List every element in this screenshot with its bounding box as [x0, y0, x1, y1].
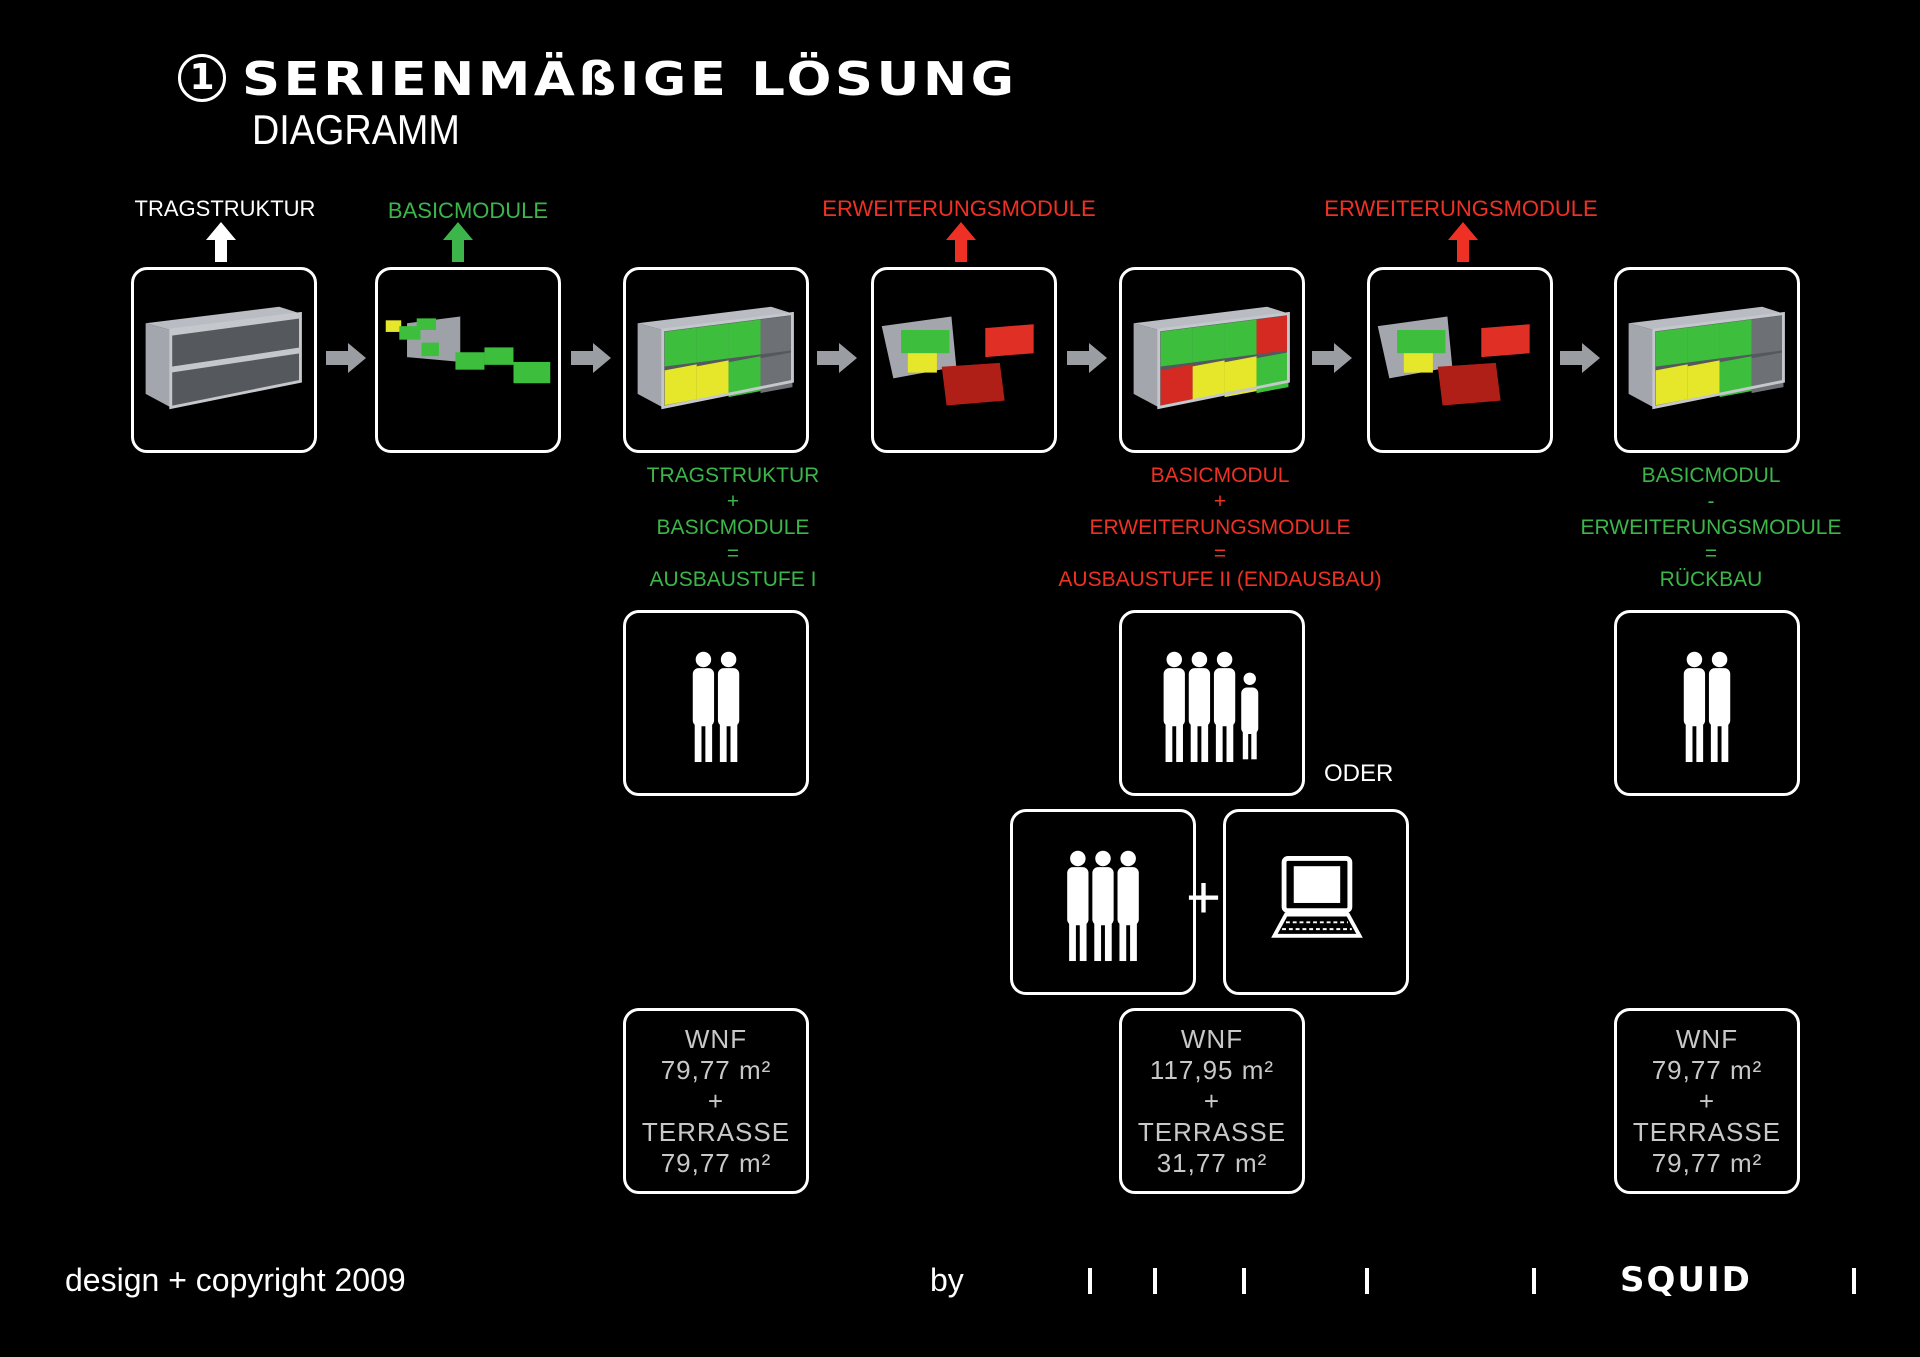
area-label: TERRASSE: [1632, 1116, 1782, 1147]
right-arrow-icon: [1312, 343, 1352, 373]
equation-line: =: [726, 542, 740, 565]
footer-divider: [1532, 1268, 1536, 1294]
equation-line: AUSBAUSTUFE II (ENDAUSBAU): [1058, 568, 1382, 591]
up-arrow-icon: [1448, 222, 1478, 262]
oder-label: ODER: [1324, 760, 1394, 787]
area-summary-rueckbau: WNF 79,77 m² + TERRASSE 79,77 m²: [1614, 1008, 1800, 1194]
person-silhouette-icon: [1188, 651, 1211, 763]
area-summary-ausbaustufe-1: WNF 79,77 m² + TERRASSE 79,77 m²: [623, 1008, 809, 1194]
stage-equation-ausbaustufe-2: BASICMODUL + ERWEITERUNGSMODULE = AUSBAU…: [1058, 463, 1381, 593]
equation-line: -: [1707, 490, 1715, 513]
family-silhouette-box: [1119, 610, 1305, 796]
equation-line: ERWEITERUNGSMODULE: [1580, 516, 1842, 539]
tragstruktur-model: [131, 267, 317, 453]
basicmodule-exploded-model: [375, 267, 561, 453]
area-value: 79,77 m²: [660, 1054, 772, 1085]
by-text: by: [930, 1262, 964, 1298]
rueckbau-exploded-model: [1367, 267, 1553, 453]
area-value: 79,77 m²: [1651, 1147, 1763, 1178]
label-tragstruktur: TRAGSTRUKTUR: [134, 196, 316, 221]
area-plus: +: [707, 1085, 725, 1116]
equation-line: TRAGSTRUKTUR: [646, 464, 820, 487]
footer-divider: [1242, 1268, 1246, 1294]
equation-line: =: [1213, 542, 1227, 565]
family-silhouette-box-alt: [1010, 809, 1196, 995]
area-value: 117,95 m²: [1149, 1054, 1275, 1085]
person-silhouette-icon: [1067, 850, 1089, 962]
footer-divider: [1365, 1268, 1369, 1294]
area-plus: +: [1698, 1085, 1716, 1116]
copyright-text: design + copyright 2009: [65, 1262, 406, 1298]
footer-divider: [1852, 1268, 1856, 1294]
area-label: TERRASSE: [1137, 1116, 1287, 1147]
ausbaustufe-1-model: [623, 267, 809, 453]
right-arrow-icon: [1560, 343, 1600, 373]
label-erweiterungsmodule-2: ERWEITERUNGSMODULE: [1324, 196, 1598, 221]
area-label: WNF: [684, 1023, 748, 1054]
person-silhouette-icon: [1683, 651, 1706, 763]
page-title: SERIENMÄßIGE LÖSUNG: [242, 52, 1018, 106]
area-label: TERRASSE: [641, 1116, 791, 1147]
plus-sign: +: [1186, 864, 1222, 931]
couple-silhouette-box: [623, 610, 809, 796]
person-silhouette-icon: [1163, 651, 1185, 763]
equation-line: +: [726, 490, 740, 513]
area-label: WNF: [1675, 1023, 1739, 1054]
equation-line: ERWEITERUNGSMODULE: [1089, 516, 1351, 539]
home-office-computer-box: [1223, 809, 1409, 995]
equation-line: AUSBAUSTUFE I: [649, 568, 817, 591]
brand-logo: SQUID: [1620, 1260, 1752, 1300]
equation-line: =: [1704, 542, 1718, 565]
person-silhouette-icon: [692, 651, 715, 763]
equation-line: BASICMODUL: [1150, 464, 1290, 487]
up-arrow-icon: [443, 222, 473, 262]
up-arrow-icon: [206, 222, 236, 262]
computer-icon: [1271, 856, 1363, 938]
erweiterung-exploded-model: [871, 267, 1057, 453]
right-arrow-icon: [817, 343, 857, 373]
person-silhouette-icon: [1092, 850, 1114, 962]
equation-line: RÜCKBAU: [1659, 568, 1763, 591]
page-subtitle: DIAGRAMM: [252, 106, 460, 153]
area-label: WNF: [1180, 1023, 1244, 1054]
equation-line: BASICMODUL: [1641, 464, 1781, 487]
stage-equation-ausbaustufe-1: TRAGSTRUKTUR + BASICMODULE = AUSBAUSTUFE…: [647, 463, 820, 593]
ausbaustufe-2-model: [1119, 267, 1305, 453]
label-basicmodule: BASICMODULE: [387, 198, 549, 223]
equation-line: BASICMODULE: [656, 516, 810, 539]
right-arrow-icon: [326, 343, 366, 373]
label-erweiterungsmodule-1: ERWEITERUNGSMODULE: [822, 196, 1096, 221]
person-silhouette-icon: [1708, 651, 1731, 763]
section-number-badge: 1: [178, 54, 226, 102]
elderly-couple-silhouette-box: [1614, 610, 1800, 796]
equation-line: +: [1213, 490, 1227, 513]
footer-divider: [1153, 1268, 1157, 1294]
person-silhouette-icon: [1241, 672, 1259, 760]
area-value: 79,77 m²: [1651, 1054, 1763, 1085]
right-arrow-icon: [1067, 343, 1107, 373]
person-silhouette-icon: [1117, 850, 1139, 962]
area-value: 79,77 m²: [660, 1147, 772, 1178]
right-arrow-icon: [571, 343, 611, 373]
rueckbau-model: [1614, 267, 1800, 453]
stage-equation-rueckbau: BASICMODUL - ERWEITERUNGSMODULE = RÜCKBA…: [1581, 463, 1842, 593]
person-silhouette-icon: [717, 651, 740, 763]
area-value: 31,77 m²: [1156, 1147, 1268, 1178]
area-summary-ausbaustufe-2: WNF 117,95 m² + TERRASSE 31,77 m²: [1119, 1008, 1305, 1194]
area-plus: +: [1203, 1085, 1221, 1116]
person-silhouette-icon: [1213, 651, 1236, 763]
up-arrow-icon: [946, 222, 976, 262]
footer-divider: [1088, 1268, 1092, 1294]
